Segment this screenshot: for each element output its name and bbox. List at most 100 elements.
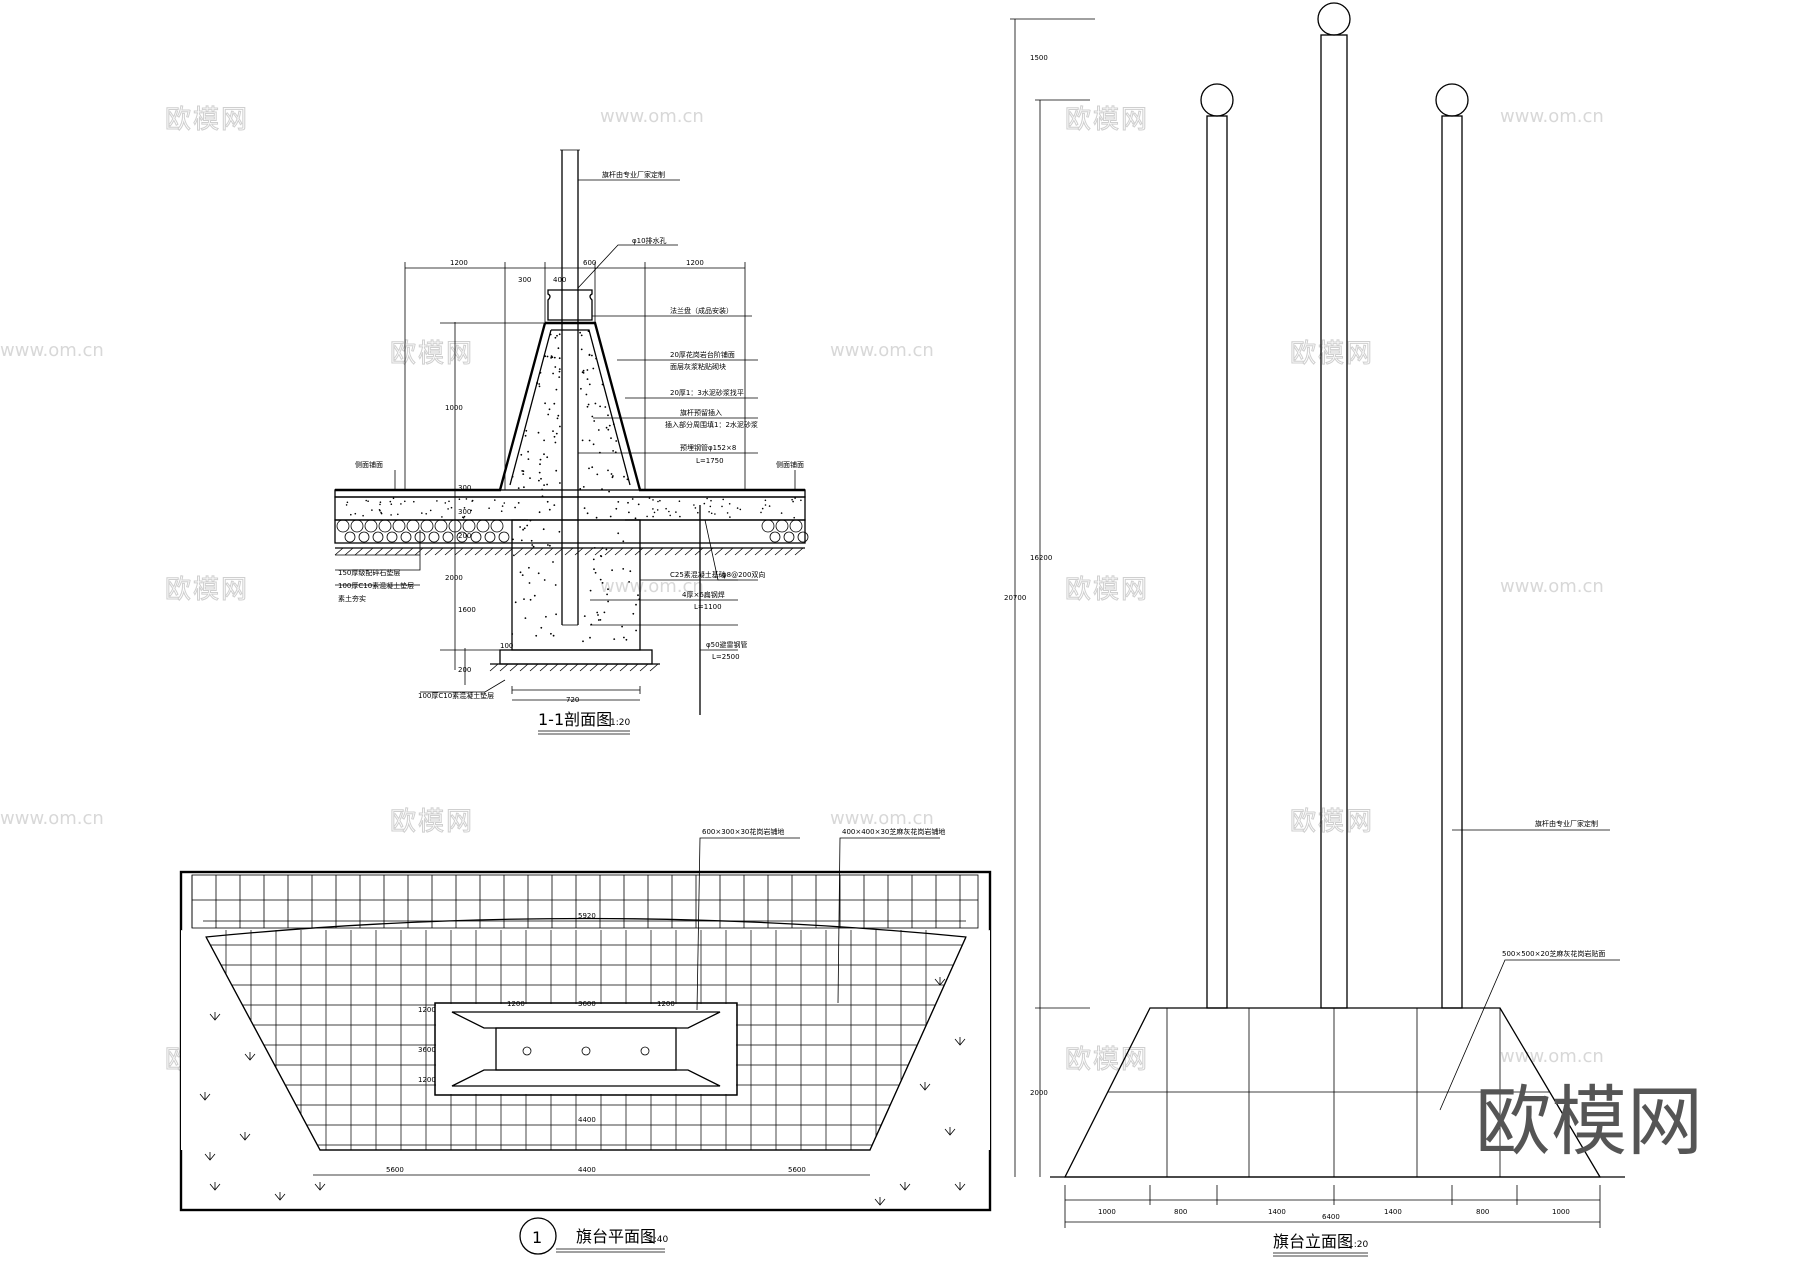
- elevation-title: 旗台立面图: [1273, 1232, 1353, 1251]
- pole-ball: [1435, 83, 1469, 117]
- plan-dim-labels: 5920 1200 3600 1200 5600 4400 5600 4400 …: [203, 912, 966, 1176]
- dim-label: 16200: [1030, 554, 1052, 562]
- section-title: 1-1剖面图: [538, 710, 612, 729]
- dim-label: 1500: [1030, 54, 1048, 62]
- section-drawing: [334, 149, 806, 715]
- note: φ10排水孔: [632, 236, 667, 245]
- flagpole-center: [1320, 34, 1348, 1009]
- plan-title-block: 1 旗台平面图 1:40: [519, 1217, 668, 1255]
- watermarks: 欧模网 www.om.cn 欧模网 www.om.cn 欧模网 www.om.c…: [0, 105, 1604, 1076]
- dim-label: 200: [458, 532, 471, 540]
- note: 素土夯实: [338, 594, 366, 603]
- note: φ8@200双向: [722, 570, 765, 579]
- pole-ball: [1317, 2, 1351, 36]
- dim-label: 2000: [445, 574, 463, 582]
- dim-label: 5920: [578, 912, 596, 920]
- elevation-leaders: [1439, 829, 1620, 1111]
- dim-label: 800: [1174, 1208, 1187, 1216]
- note: 600×300×30花岗岩铺地: [702, 827, 784, 836]
- dim-label: 300: [458, 484, 471, 492]
- flagpole-left: [1206, 115, 1228, 1009]
- watermark-url: www.om.cn: [1500, 576, 1604, 597]
- note: 旗杆由专业厂家定制: [602, 170, 665, 179]
- watermark-url: www.om.cn: [600, 106, 704, 127]
- section-gravel: [334, 519, 809, 672]
- dim-label: 1000: [1552, 1208, 1570, 1216]
- watermark-brand: 欧模网: [165, 105, 249, 135]
- note: C25素混凝土基础: [670, 570, 726, 579]
- watermark-logo: 欧模网: [1475, 1077, 1703, 1166]
- note: 法兰盘（成品安装）: [670, 306, 733, 315]
- dim-label: 20700: [1004, 594, 1026, 602]
- watermark-brand: 欧模网: [1065, 1045, 1149, 1075]
- note: 面层灰浆粘贴砌块: [670, 362, 726, 371]
- plan-number: 1: [532, 1228, 542, 1247]
- dim-label: 800: [1476, 1208, 1489, 1216]
- dim-label: 4400: [578, 1116, 596, 1124]
- elevation-dim-labels: 1000 800 1400 1400 800 1000 6400 1500 16…: [1004, 54, 1570, 1221]
- note: L=2500: [712, 653, 740, 661]
- watermark-url: www.om.cn: [0, 340, 104, 361]
- section-dim-labels: 1200 300 400 600 1200 1000 300 300 200 2…: [445, 259, 704, 704]
- note: 预埋钢管φ152×8: [680, 443, 736, 452]
- dim-label: 600: [583, 259, 596, 267]
- dim-label: 200: [458, 666, 471, 674]
- section-notes: 旗杆由专业厂家定制 φ10排水孔 法兰盘（成品安装） 20厚花岗岩台阶铺面 面层…: [338, 170, 804, 700]
- note: 100厚C10素混凝土垫层: [418, 691, 494, 700]
- plan-title: 旗台平面图: [576, 1227, 656, 1246]
- dim-label: 1200: [657, 1000, 675, 1008]
- note: φ50避雷钢管: [706, 640, 748, 649]
- dim-label: 1000: [1098, 1208, 1116, 1216]
- pole-ball: [1200, 83, 1234, 117]
- dim-label: 100: [500, 642, 513, 650]
- note: 20厚花岗岩台阶铺面: [670, 350, 735, 359]
- watermark-brand: 欧模网: [1290, 807, 1374, 837]
- dim-label: 6400: [1322, 1213, 1340, 1221]
- section-title-block: 1-1剖面图 1:20: [538, 710, 630, 735]
- section-dimensions: [404, 262, 746, 694]
- note: 150厚级配碎石垫层: [338, 568, 400, 577]
- plan-scale: 1:40: [648, 1235, 668, 1245]
- dim-label: 5600: [788, 1166, 806, 1174]
- dim-label: 400: [553, 276, 566, 284]
- section-leaders: [335, 179, 796, 693]
- note: 4厚×6扁钢焊: [682, 590, 725, 599]
- plan-planting-marks: [199, 977, 966, 1206]
- elevation-dimensions: [1010, 18, 1601, 1228]
- plan-paving-grid: [181, 875, 990, 1151]
- dim-label: 4400: [578, 1166, 596, 1174]
- section-concrete-dots: [345, 330, 802, 643]
- note: 插入部分周围填1：2水泥砂浆: [665, 420, 758, 429]
- watermark-url: www.om.cn: [0, 808, 104, 829]
- dim-label: 300: [518, 276, 531, 284]
- note: 旗杆预留插入: [680, 408, 722, 417]
- dim-label: 5600: [386, 1166, 404, 1174]
- elevation-notes: 旗杆由专业厂家定制 500×500×20芝麻灰花岗岩贴面: [1502, 819, 1605, 958]
- note: 20厚1：3水泥砂浆找平: [670, 388, 744, 397]
- plan-number-circle: [519, 1217, 557, 1255]
- note: L=1750: [696, 457, 724, 465]
- watermark-brand: 欧模网: [1065, 105, 1149, 135]
- elevation-scale: 1:20: [1348, 1240, 1368, 1250]
- watermark-url: www.om.cn: [600, 576, 704, 597]
- note: 500×500×20芝麻灰花岗岩贴面: [1502, 949, 1605, 958]
- watermark-brand: 欧模网: [165, 575, 249, 605]
- note: 400×400×30芝麻灰花岗岩铺地: [842, 827, 945, 836]
- watermark-url: www.om.cn: [830, 808, 934, 829]
- dim-label: 1200: [418, 1006, 436, 1014]
- dim-label: 2000: [1030, 1089, 1048, 1097]
- dim-label: 300: [458, 508, 471, 516]
- plan-notes: 600×300×30花岗岩铺地 400×400×30芝麻灰花岗岩铺地: [702, 827, 945, 836]
- dim-label: 1200: [507, 1000, 525, 1008]
- dim-label: 720: [566, 696, 579, 704]
- section-scale: 1:20: [610, 718, 630, 728]
- dim-label: 3600: [578, 1000, 596, 1008]
- dim-label: 1600: [458, 606, 476, 614]
- elevation-drawing: [1050, 2, 1625, 1178]
- dim-label: 1000: [445, 404, 463, 412]
- dim-label: 3600: [418, 1046, 436, 1054]
- watermark-brand: 欧模网: [1065, 575, 1149, 605]
- dim-label: 1200: [418, 1076, 436, 1084]
- dim-label: 1200: [450, 259, 468, 267]
